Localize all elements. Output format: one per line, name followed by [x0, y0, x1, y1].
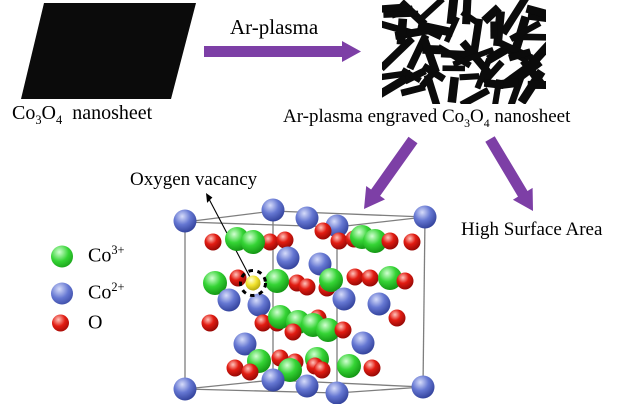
atom-o	[361, 269, 379, 287]
atom-co2	[413, 205, 437, 229]
atom-o	[346, 268, 364, 286]
atom-co3	[316, 318, 340, 342]
atom-co2	[351, 331, 375, 355]
atom-co2	[276, 246, 300, 270]
atom-co3	[203, 271, 227, 295]
atom-co2	[261, 368, 285, 392]
atom-co2	[332, 287, 356, 311]
atom-o	[276, 231, 294, 249]
legend-item-co2: Co2+	[51, 279, 125, 305]
atom-co2	[173, 377, 197, 401]
arrow-to-surface-area	[485, 136, 533, 211]
legend-item-co3: Co3+	[51, 242, 125, 268]
atom-co2	[217, 288, 241, 312]
atom-co2	[247, 293, 271, 317]
oxygen-vacancy-marker	[239, 269, 267, 297]
o-sphere-icon	[52, 314, 69, 332]
co3-sphere-icon	[51, 245, 73, 267]
oxygen-vacancy-label: Oxygen vacancy	[130, 169, 258, 190]
atom-o	[298, 278, 316, 296]
atom-co3	[241, 230, 265, 254]
atom-o	[381, 232, 399, 250]
atom-co2	[411, 375, 435, 399]
atom-o	[396, 272, 414, 290]
legend-label: Co3+	[88, 242, 125, 267]
atom-co3	[278, 358, 302, 382]
atom-co3	[268, 305, 292, 329]
atom-co2	[233, 332, 257, 356]
atom-o	[330, 232, 348, 250]
atom-vac	[245, 275, 261, 291]
atom-co3	[265, 269, 289, 293]
atom-co2	[367, 292, 391, 316]
legend-label: O	[88, 311, 103, 334]
atom-co3	[319, 268, 343, 292]
atom-o	[403, 233, 421, 251]
arrow-to-crystal	[364, 136, 418, 209]
atom-co3	[363, 229, 387, 253]
atom-o	[204, 233, 222, 251]
atom-o	[363, 359, 381, 377]
atom-o	[241, 363, 259, 381]
atom-co2	[261, 198, 285, 222]
atom-co2	[173, 209, 197, 233]
pristine-nanosheet-shape	[21, 3, 196, 99]
atom-o	[201, 314, 219, 332]
legend-item-o: O	[52, 312, 102, 335]
pristine-nanosheet-label: Co3O4 nanosheet	[12, 102, 153, 127]
lattice-atoms	[173, 198, 437, 404]
atom-o	[334, 321, 352, 339]
process-arrows	[204, 41, 533, 211]
engraved-nanosheet-mesh	[382, 0, 546, 104]
co2-sphere-icon	[51, 282, 73, 304]
atom-o	[313, 361, 331, 379]
atom-co2	[295, 206, 319, 230]
atom-co2	[295, 374, 319, 398]
atom-co3	[378, 266, 402, 290]
atom-co2	[325, 381, 349, 404]
legend-label: Co2+	[88, 279, 125, 304]
atom-o	[226, 359, 244, 377]
atom-o	[229, 269, 247, 287]
atom-o	[314, 222, 332, 240]
engraved-nanosheet-label: Ar-plasma engraved Co3O4 nanosheet	[283, 106, 571, 130]
atom-co3	[337, 354, 361, 378]
ar-plasma-label: Ar-plasma	[230, 15, 319, 39]
plasma-arrow-right	[204, 41, 361, 62]
atom-o	[284, 323, 302, 341]
atom-o	[388, 309, 406, 327]
atom-o	[254, 314, 272, 332]
high-surface-area-label: High Surface Area	[461, 219, 603, 240]
atom-o	[261, 233, 279, 251]
